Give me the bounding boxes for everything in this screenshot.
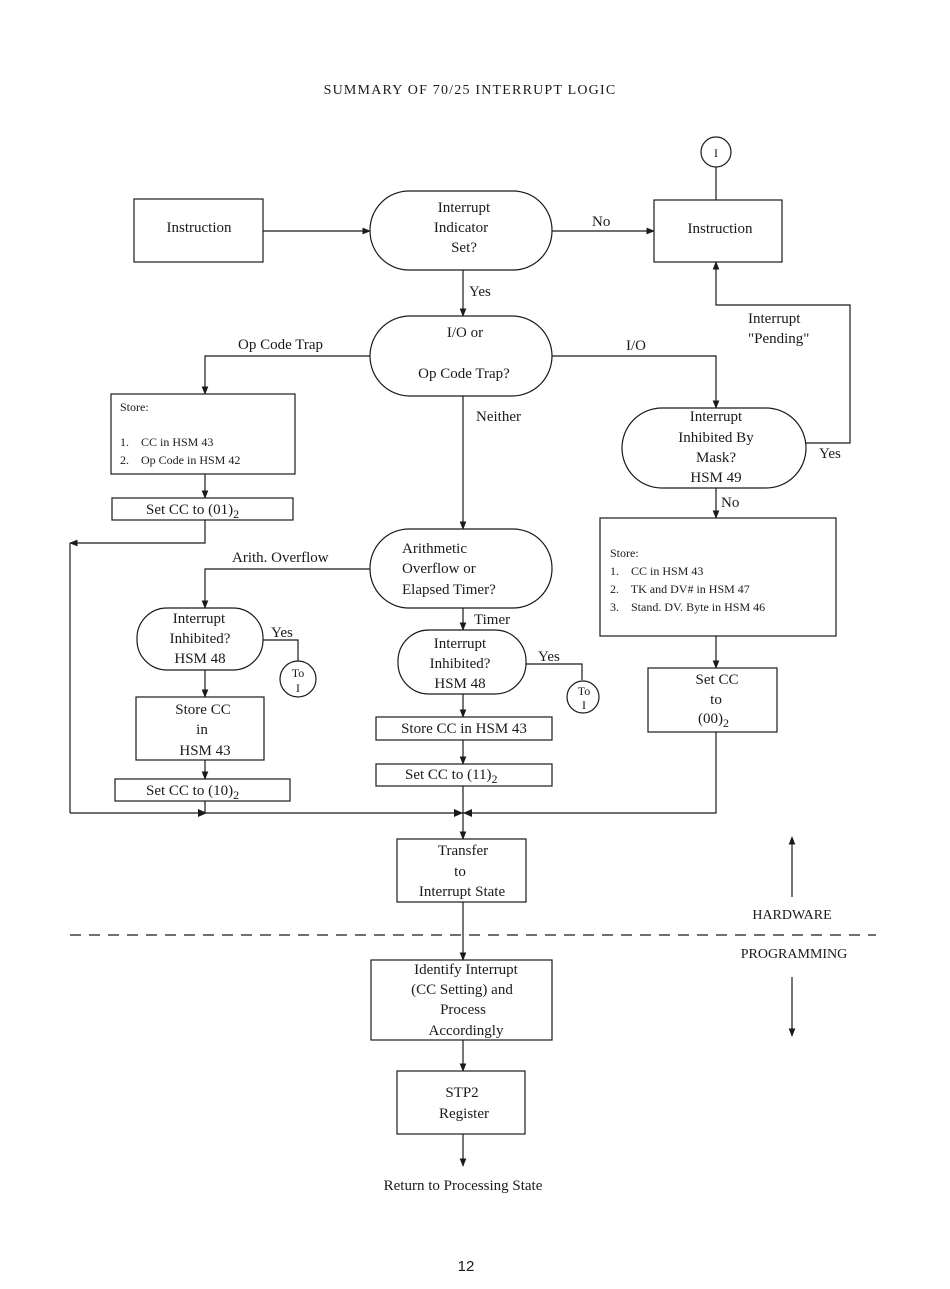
svg-text:HSM 49: HSM 49 <box>690 470 741 486</box>
label-return: Return to Processing State <box>384 1178 543 1194</box>
connector-to-i-left: To I <box>279 660 317 698</box>
svg-text:Store CC in HSM 43: Store CC in HSM 43 <box>401 721 527 737</box>
set-cc-00-box: Set CC to (00)2 <box>647 667 778 733</box>
svg-text:(CC Setting) and: (CC Setting) and <box>411 982 513 998</box>
decision-inhibited-by-mask: Interrupt Inhibited By Mask? HSM 49 <box>621 407 807 489</box>
svg-text:HSM 48: HSM 48 <box>174 651 225 667</box>
svg-text:Set CC: Set CC <box>696 672 739 688</box>
svg-text:Indicator: Indicator <box>434 220 488 236</box>
svg-text:I: I <box>296 681 300 695</box>
svg-text:Interrupt State: Interrupt State <box>419 884 506 900</box>
svg-text:HSM 43: HSM 43 <box>179 743 230 759</box>
svg-text:Interrupt: Interrupt <box>173 611 226 627</box>
svg-text:Arithmetic: Arithmetic <box>402 541 467 557</box>
svg-text:1. CC in HSM 43: 1. CC in HSM 43 <box>610 564 703 578</box>
set-cc-11-box: Set CC to (11)2 <box>375 763 553 787</box>
set-cc-10-box: Set CC to (10)2 <box>114 778 291 802</box>
svg-text:Elapsed Timer?: Elapsed Timer? <box>402 582 496 598</box>
svg-text:Set CC to (11)2: Set CC to (11)2 <box>405 767 498 786</box>
svg-text:STP2: STP2 <box>445 1085 478 1101</box>
svg-text:Register: Register <box>439 1106 489 1122</box>
svg-text:3. Stand. DV. Byte in HSM 4: 3. Stand. DV. Byte in HSM 46 <box>610 600 765 614</box>
store-cc-hsm43-left: Store CC in HSM 43 <box>135 696 265 761</box>
label-programming: PROGRAMMING <box>741 947 848 962</box>
page-title: SUMMARY OF 70/25 INTERRUPT LOGIC <box>324 83 617 98</box>
svg-text:Store:: Store: <box>120 400 149 414</box>
label-yes-left: Yes <box>271 625 293 641</box>
label-timer: Timer <box>474 612 510 628</box>
svg-text:Instruction: Instruction <box>167 220 232 236</box>
svg-text:(00)2: (00)2 <box>698 711 729 730</box>
instruction-box-left: Instruction <box>133 198 264 263</box>
svg-text:HSM 48: HSM 48 <box>434 676 485 692</box>
svg-text:Interrupt: Interrupt <box>434 636 487 652</box>
svg-text:Inhibited By: Inhibited By <box>678 430 754 446</box>
svg-text:Set?: Set? <box>451 240 477 256</box>
svg-text:Store:: Store: <box>610 546 639 560</box>
instruction-box-right: Instruction <box>653 199 783 263</box>
svg-text:To: To <box>578 684 591 698</box>
svg-text:I: I <box>714 146 718 160</box>
label-pending-1: Interrupt <box>748 311 801 327</box>
identify-interrupt-box: Identify Interrupt (CC Setting) and Proc… <box>370 959 553 1041</box>
label-arith-overflow: Arith. Overflow <box>232 550 329 566</box>
label-yes-top: Yes <box>469 284 491 300</box>
svg-text:Inhibited?: Inhibited? <box>170 631 231 647</box>
store-box-io: Store: 1. CC in HSM 43 2. TK and DV# in … <box>599 517 837 637</box>
svg-text:Instruction: Instruction <box>688 221 753 237</box>
svg-text:Process: Process <box>440 1002 486 1018</box>
svg-text:Op Code Trap?: Op Code Trap? <box>418 366 510 382</box>
decision-arith-overflow: Arithmetic Overflow or Elapsed Timer? <box>369 528 553 609</box>
label-op-code-trap: Op Code Trap <box>238 337 323 353</box>
svg-text:To: To <box>292 666 305 680</box>
decision-inhibited-mid: Interrupt Inhibited? HSM 48 <box>397 629 527 695</box>
svg-text:to: to <box>710 692 722 708</box>
svg-text:Accordingly: Accordingly <box>429 1023 504 1039</box>
svg-text:I/O or: I/O or <box>447 325 483 341</box>
decision-inhibited-left: Interrupt Inhibited? HSM 48 <box>136 607 264 671</box>
svg-text:to: to <box>454 864 466 880</box>
label-pending-2: "Pending" <box>748 331 809 347</box>
stp2-register-box: STP2 Register <box>396 1070 526 1135</box>
label-no-top: No <box>592 214 610 230</box>
label-hardware: HARDWARE <box>752 908 831 923</box>
svg-text:Overflow or: Overflow or <box>402 561 476 577</box>
label-yes-mid: Yes <box>538 649 560 665</box>
connector-i-top: I <box>700 136 732 168</box>
page-number: 12 <box>458 1258 475 1275</box>
label-neither: Neither <box>476 409 521 425</box>
svg-text:Set CC to (10)2: Set CC to (10)2 <box>146 783 239 802</box>
decision-io-or-opcode: I/O or Op Code Trap? <box>369 315 553 397</box>
svg-text:Transfer: Transfer <box>438 843 488 859</box>
svg-text:2. Op Code in HSM 42: 2. Op Code in HSM 42 <box>120 453 240 467</box>
label-no-mask: No <box>721 495 739 511</box>
svg-text:I: I <box>582 698 586 712</box>
svg-text:Identify Interrupt: Identify Interrupt <box>414 962 519 978</box>
store-cc-hsm43-mid: Store CC in HSM 43 <box>375 716 553 741</box>
svg-text:Set CC to (01)2: Set CC to (01)2 <box>146 502 239 521</box>
connector-to-i-mid: To I <box>566 680 600 714</box>
svg-text:Interrupt: Interrupt <box>438 200 491 216</box>
transfer-interrupt-state-box: Transfer to Interrupt State <box>396 838 527 903</box>
svg-text:2. TK and DV# in HSM 47: 2. TK and DV# in HSM 47 <box>610 582 750 596</box>
svg-text:1. CC in HSM 43: 1. CC in HSM 43 <box>120 435 213 449</box>
set-cc-01-box: Set CC to (01)2 <box>111 497 294 521</box>
svg-text:Interrupt: Interrupt <box>690 409 743 425</box>
svg-text:Mask?: Mask? <box>696 450 736 466</box>
decision-interrupt-indicator: Interrupt Indicator Set? <box>369 190 553 271</box>
label-yes-mask: Yes <box>819 446 841 462</box>
svg-text:Store CC: Store CC <box>175 702 230 718</box>
svg-text:in: in <box>196 722 208 738</box>
label-io: I/O <box>626 338 646 354</box>
store-box-opcode: Store: 1. CC in HSM 43 2. Op Code in HSM… <box>110 393 296 475</box>
svg-text:Inhibited?: Inhibited? <box>430 656 491 672</box>
